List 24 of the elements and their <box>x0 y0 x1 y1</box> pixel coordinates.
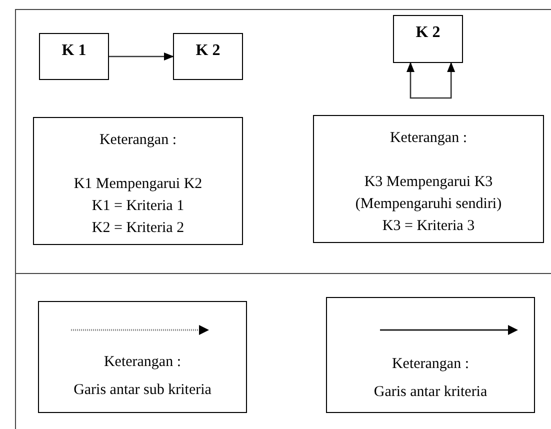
criterion-label: K 1 <box>62 41 86 61</box>
arrow <box>109 52 174 60</box>
legend-box <box>38 301 247 413</box>
criterion-label: K 2 <box>416 23 440 43</box>
legend-text: Keterangan : <box>392 355 470 374</box>
note-text: K1 = Kriteria 1 <box>92 197 184 216</box>
legend-text: Garis antar kriteria <box>374 383 488 402</box>
criterion-box <box>39 33 109 80</box>
note-box <box>33 117 243 245</box>
arrow <box>406 62 456 99</box>
note-text: K1 Mempengarui K2 <box>74 175 202 194</box>
legend-text: Keterangan : <box>104 353 182 372</box>
note-text: K3 Mempengarui K3 <box>364 173 493 192</box>
legend-text: Garis antar sub kriteria <box>74 381 212 400</box>
note-box <box>313 115 544 243</box>
note-text: (Mempengaruhi sendiri) <box>355 195 502 214</box>
criterion-box <box>393 15 463 63</box>
note-text: K3 = Kriteria 3 <box>382 217 475 236</box>
criterion-box <box>173 33 243 80</box>
criterion-label: K 2 <box>196 41 220 61</box>
legend-box <box>326 297 535 413</box>
note-text: Keterangan : <box>99 131 177 150</box>
note-text: K2 = Kriteria 2 <box>92 219 184 238</box>
note-text: Keterangan : <box>390 129 468 148</box>
